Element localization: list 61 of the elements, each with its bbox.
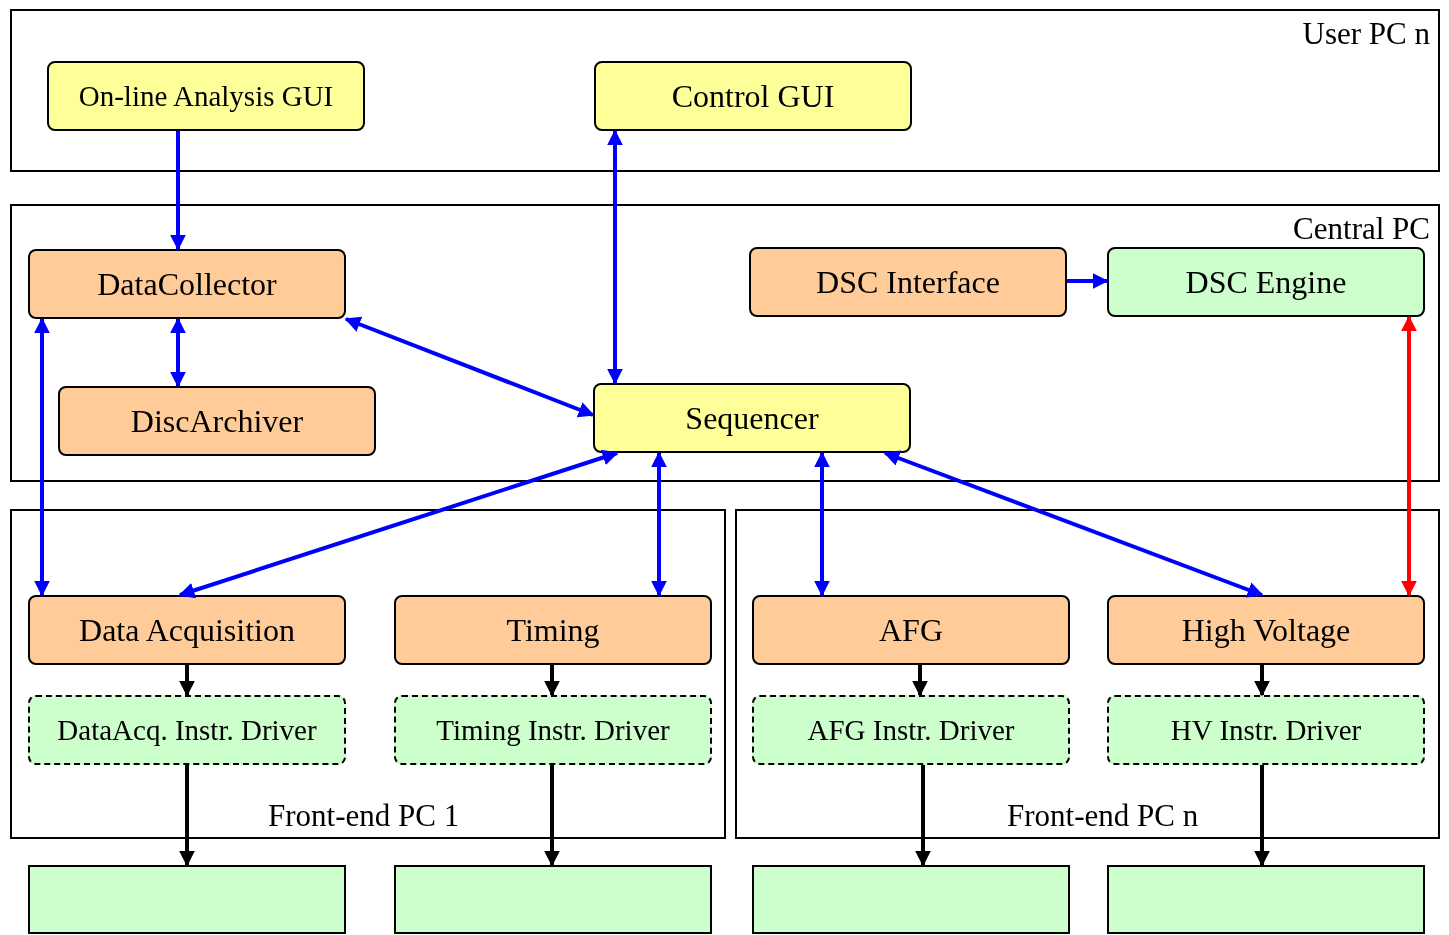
arrow [1401, 315, 1417, 597]
node-label: On-line Analysis GUI [78, 78, 334, 114]
node-label: Timing Instr. Driver [436, 712, 670, 748]
node-label: Data Acquisition [79, 611, 295, 650]
node-label: HV Instr. Driver [1170, 712, 1362, 748]
node-label: DataCollector [97, 265, 277, 304]
node-label: AFG Instr. Driver [807, 712, 1015, 748]
arrow [178, 449, 619, 599]
computer-group-box [10, 9, 1440, 172]
driver-box [28, 695, 346, 765]
computer-group-box [735, 509, 1440, 839]
arrow [883, 450, 1264, 598]
node-label: AFG [879, 611, 943, 650]
instrument-box [394, 865, 712, 934]
instrument-box [752, 865, 1070, 934]
arrow [170, 317, 186, 388]
driver-box [394, 695, 712, 765]
arrow [544, 665, 560, 697]
process-box [1107, 247, 1425, 317]
computer-group-box [10, 509, 726, 839]
driver-box [1107, 695, 1425, 765]
node-label: Sequencer [685, 399, 819, 438]
process-box [47, 61, 365, 131]
node-label: Control GUI [671, 77, 835, 116]
arrow [544, 765, 560, 867]
arrow [1067, 273, 1109, 289]
arrow [344, 316, 595, 418]
arrow [814, 451, 830, 597]
node-label: Timing [506, 611, 600, 650]
arrow [179, 765, 195, 867]
arrow [607, 129, 623, 385]
computer-group-box [10, 204, 1440, 482]
process-box [593, 383, 911, 453]
process-box [28, 595, 346, 665]
group-label: Central PC [1293, 210, 1430, 248]
node-label: DiscArchiver [130, 402, 304, 441]
process-box [594, 61, 912, 131]
group-label: Front-end PC 1 [268, 797, 460, 836]
process-box [1107, 595, 1425, 665]
instrument-box [28, 865, 346, 934]
process-box [749, 247, 1067, 317]
node-label: DataAcq. Instr. Driver [57, 712, 317, 748]
group-label: Front-end PC n [1007, 797, 1199, 836]
driver-box [752, 695, 1070, 765]
node-label: DSC Interface [816, 263, 1000, 302]
process-box [394, 595, 712, 665]
arrow [912, 665, 928, 697]
arrow [1254, 765, 1270, 867]
arrow [170, 131, 186, 251]
arrow [915, 765, 931, 867]
instrument-box [1107, 865, 1425, 934]
node-label: DSC Engine [1185, 263, 1347, 302]
process-box [58, 386, 376, 456]
arrow [1254, 665, 1270, 697]
process-box [28, 249, 346, 319]
arrow [34, 317, 50, 597]
process-box [752, 595, 1070, 665]
arrow [179, 665, 195, 697]
group-label: User PC n [1302, 15, 1430, 53]
node-label: High Voltage [1181, 611, 1351, 650]
arrow [651, 451, 667, 597]
